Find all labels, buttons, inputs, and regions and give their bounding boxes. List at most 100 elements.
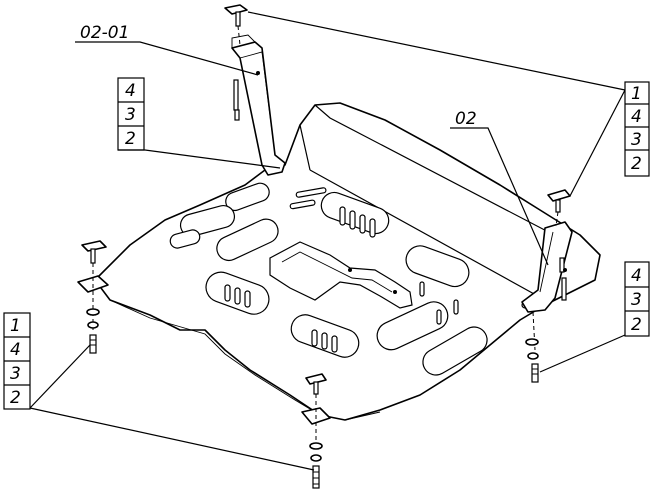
leader-02 [450,127,549,266]
callout-02-01: 02-01 [80,23,129,43]
leader-02-01 [75,41,259,76]
left-bracket-tab [231,34,256,48]
oval-cutout [405,245,470,288]
leader-right-top-a [247,11,626,91]
left-bracket [231,34,286,176]
callout-item: 4 [125,81,136,101]
vent-slot [331,335,338,353]
callout-02: 02 [455,109,477,129]
front-lip [109,299,381,421]
callout-item: 4 [631,266,642,286]
right-top-bolt-head [547,189,571,202]
callout-item: 1 [631,84,642,104]
callout-item: 4 [631,107,642,127]
top-bolt [224,4,248,46]
vent-slot [419,281,425,297]
callout-stack-right-mid: 4 3 2 [624,261,650,337]
bottom-fastener-head [305,373,327,385]
callout-item: 1 [10,316,21,336]
top-bolt-head [224,4,248,15]
vent-slot [369,218,376,238]
mount-hole [393,290,397,294]
leader-left-bottom-a [29,344,91,409]
callout-item: 2 [631,315,642,335]
right-washer [527,352,539,360]
skid-plate-outline [94,102,601,421]
vent-slot [244,290,251,308]
center-rib-inner [281,251,393,293]
vent-slots [224,187,459,353]
callout-stack-frame [117,77,145,151]
rear-wall-edge [299,104,561,301]
callout-item: 3 [10,364,21,384]
callout-stack-left-bottom: 1 4 3 2 [3,312,31,410]
right-bracket-hole [563,268,567,272]
callout-item: 4 [10,340,21,360]
callout-stack-frame [624,261,650,337]
bottom-bolt-thread [313,471,319,485]
vent-slot [295,187,327,198]
oval-cutout [225,182,270,212]
callout-item: 2 [10,388,21,408]
vent-slot [321,332,328,350]
callout-item: 3 [631,290,642,310]
oval-cutout [179,205,236,237]
left-bolt [89,334,97,354]
vent-slot [436,309,442,325]
callout-stack-frame [624,81,650,177]
center-rib [269,241,413,309]
bottom-fastener-shank [313,381,319,395]
left-bracket-side [233,79,239,111]
oval-cutout [422,326,488,376]
bottom-bolt [312,465,320,489]
vent-slot [453,299,459,315]
bottom-washer [309,442,323,450]
callout-stack-right-top: 1 4 3 2 [624,81,650,177]
left-bracket-fold [239,51,276,156]
vent-slot [311,329,318,347]
bottom-washer [310,454,322,462]
top-bolt-axis [237,25,241,46]
left-washer [86,308,100,316]
bottom-fastener [301,373,331,489]
oval-cutout [169,229,201,249]
left-bracket-bolt [234,109,240,121]
left-bracket-hole [256,71,260,75]
right-top-bolt-axis [555,211,559,227]
left-bracket-body [231,41,286,176]
leader-left-stack [118,149,281,169]
left-fastener [77,240,109,354]
oval-cutout [376,301,449,351]
oval-cutout [216,218,279,262]
leader-right-top-b [569,89,626,197]
left-fastener-head [81,240,107,252]
left-washer [87,321,99,329]
vent-slot [359,214,366,234]
left-fastener-shank [90,248,96,264]
callout-item: 3 [125,105,136,125]
vent-slot [349,210,356,230]
top-bolt-shank [235,11,241,27]
right-bolt [531,363,539,383]
vent-slot [224,284,231,302]
right-bracket-body [521,221,573,313]
mount-hole [348,268,352,272]
right-top-bolt-shank [555,199,561,213]
vent-slot [339,206,346,226]
vent-slot [289,199,316,210]
callout-stack-left: 4 3 2 [117,77,145,151]
leader-lines [29,11,626,471]
leader-right-mid [539,334,626,373]
callout-item: 2 [125,129,136,149]
right-fastener [525,311,539,383]
callout-item: 2 [631,154,642,174]
vent-slot [234,287,241,305]
right-bracket-bolt [561,277,567,301]
leader-left-bottom-b [29,407,315,471]
right-bracket-side [559,257,565,273]
skid-plate [94,102,601,421]
callout-item: 3 [631,130,642,150]
right-bolt-thread [532,368,538,375]
right-washer [525,338,539,346]
